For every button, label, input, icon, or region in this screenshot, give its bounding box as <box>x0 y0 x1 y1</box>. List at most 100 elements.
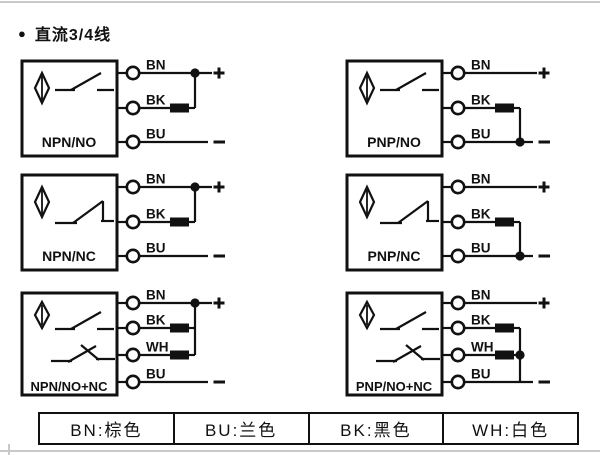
diagram-svg: PNP/NC BN BK BU <box>345 172 550 272</box>
diagram-svg: NPN/NO BN BK BU <box>20 58 225 158</box>
page-edge-line-top <box>0 1 600 3</box>
terminal-circle <box>125 100 141 116</box>
wire-label-bn: BN <box>146 172 166 187</box>
sensor-type-label: NPN/NO <box>42 134 97 150</box>
junction-dot <box>190 298 200 308</box>
section-title-text: 直流3/4线 <box>34 27 112 44</box>
wire-label-wh: WH <box>146 340 169 355</box>
page-edge-tick <box>8 444 10 455</box>
diagram-pnp-no-nc: PNP/NO+NC BN BK WH BU <box>340 290 570 402</box>
sensor-box <box>20 291 119 397</box>
load-resistor <box>495 350 514 360</box>
wire-label-bn: BN <box>471 172 491 187</box>
diagram-npn-nc: NPN/NC BN BK BU <box>15 172 245 277</box>
nc-contact-icon <box>397 200 429 224</box>
terminal-circle <box>450 179 466 195</box>
wire-label-bn: BN <box>146 58 166 73</box>
no-contact-icon <box>70 72 102 91</box>
nc-contact-icon <box>392 345 422 363</box>
sensor-symbol-icon <box>33 299 51 331</box>
no-contact-icon <box>395 72 427 91</box>
junction-dot <box>515 350 525 360</box>
load-resistor <box>170 350 189 360</box>
wire-label-bk: BK <box>146 93 166 108</box>
terminal-circle <box>450 320 466 336</box>
wire-label-bu: BU <box>146 241 166 256</box>
terminal-circle <box>450 248 466 264</box>
terminal-circle <box>450 134 466 150</box>
wire-label-bk: BK <box>471 313 491 328</box>
terminal-circle <box>125 320 141 336</box>
diagram-npn-no-nc: NPN/NO+NC BN BK WH BU <box>15 290 245 402</box>
nc-contact-icon <box>67 345 97 363</box>
nc-contact-icon <box>80 344 100 361</box>
legend-cell-bu: BU:兰色 <box>172 414 308 443</box>
sensor-symbol-icon <box>358 70 376 106</box>
wire-label-bk: BK <box>146 313 166 328</box>
diagram-pnp-nc: PNP/NC BN BK BU <box>340 172 570 277</box>
load-resistor <box>170 323 189 333</box>
sensor-type-label: PNP/NO <box>367 134 421 150</box>
sensor-symbol-icon <box>33 184 51 220</box>
diagram-npn-no: NPN/NO BN BK BU <box>15 58 245 163</box>
load-resistor <box>170 103 189 113</box>
no-contact-icon <box>395 311 427 330</box>
wire-label-wh: WH <box>471 340 494 355</box>
junction-dot <box>515 137 525 147</box>
terminal-circle <box>125 295 141 311</box>
terminal-circle <box>450 65 466 81</box>
legend-cell-wh: WH:白色 <box>442 414 577 443</box>
nc-contact-icon <box>405 344 425 361</box>
junction-dot <box>190 68 200 78</box>
terminal-circle <box>450 100 466 116</box>
sensor-type-label: NPN/NO+NC <box>31 379 109 394</box>
bullet-icon: ● <box>18 25 26 41</box>
wire-label-bu: BU <box>146 127 166 142</box>
terminal-circle <box>125 179 141 195</box>
wire-color-legend: BN:棕色 BU:兰色 BK:黑色 WH:白色 <box>38 412 579 445</box>
load-resistor <box>495 323 514 333</box>
sensor-type-label: PNP/NC <box>368 248 421 264</box>
load-resistor <box>495 103 514 113</box>
diagram-svg: NPN/NO+NC BN BK WH BU <box>20 290 225 397</box>
diagram-svg: PNP/NO+NC BN BK WH BU <box>345 290 550 397</box>
sensor-symbol-icon <box>358 299 376 331</box>
wire-label-bu: BU <box>146 367 166 382</box>
terminal-circle <box>450 374 466 390</box>
load-resistor <box>495 217 514 227</box>
sensor-box <box>345 291 444 397</box>
terminal-circle <box>125 347 141 363</box>
sensor-symbol-icon <box>358 184 376 220</box>
legend-cell-bn: BN:棕色 <box>70 421 143 440</box>
terminal-circle <box>125 134 141 150</box>
wire-label-bu: BU <box>471 241 491 256</box>
junction-dot <box>190 182 200 192</box>
legend-cell-bk: BK:黑色 <box>307 414 443 443</box>
wire-label-bu: BU <box>471 367 491 382</box>
nc-contact-icon <box>72 200 104 224</box>
terminal-circle <box>125 374 141 390</box>
terminal-circle <box>450 347 466 363</box>
no-contact-icon <box>70 311 102 330</box>
wire-label-bn: BN <box>146 290 166 303</box>
junction-dot <box>515 251 525 261</box>
wire-label-bk: BK <box>146 207 166 222</box>
wire-label-bn: BN <box>471 58 491 73</box>
section-title: ● 直流3/4线 <box>18 21 111 45</box>
terminal-circle <box>125 65 141 81</box>
terminal-circle <box>450 295 466 311</box>
terminal-circle <box>125 214 141 230</box>
load-resistor <box>170 217 189 227</box>
wire-label-bk: BK <box>471 207 491 222</box>
terminal-circle <box>450 214 466 230</box>
wire-label-bn: BN <box>471 290 491 303</box>
wire-label-bk: BK <box>471 93 491 108</box>
sensor-symbol-icon <box>33 70 51 106</box>
diagram-svg: NPN/NC BN BK BU <box>20 172 225 272</box>
sensor-type-label: PNP/NO+NC <box>356 379 433 394</box>
terminal-circle <box>125 248 141 264</box>
sensor-type-label: NPN/NC <box>42 248 96 264</box>
